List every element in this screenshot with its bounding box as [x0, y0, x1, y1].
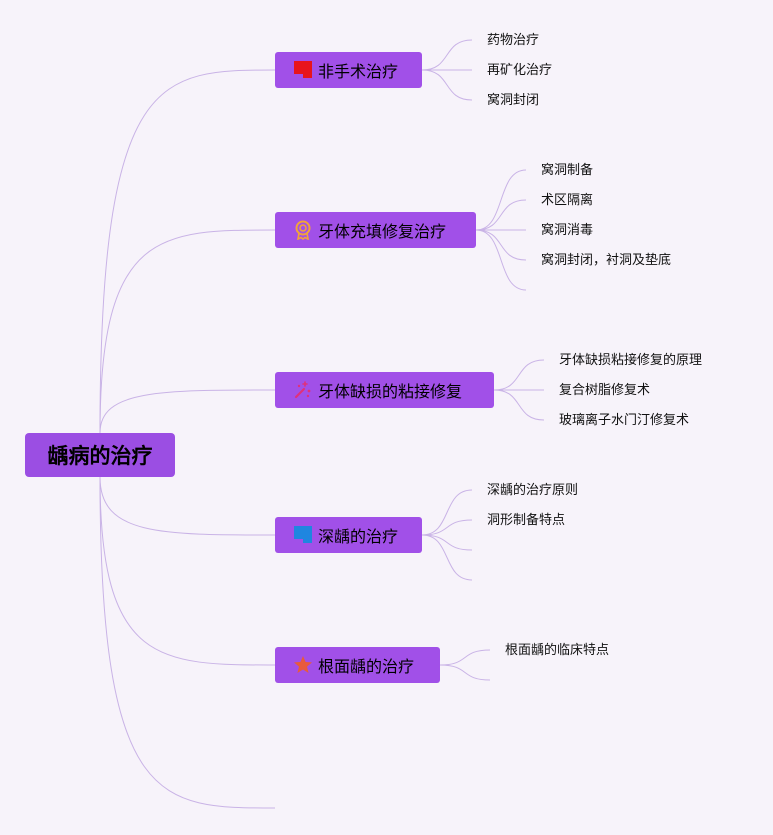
root-topic[interactable]: 龋病的治疗 — [25, 433, 175, 477]
root-connector — [99, 69, 276, 434]
leaf-root-caries-features[interactable]: 根面龋的临床特点 — [505, 643, 610, 658]
sparkle-icon — [293, 380, 313, 400]
leaf-cavity-preparation[interactable]: 窝洞制备 — [541, 163, 594, 178]
branch-label: 牙体充填修复治疗 — [318, 222, 447, 241]
branch-label: 非手术治疗 — [318, 62, 399, 81]
leaf-composite-resin[interactable]: 复合树脂修复术 — [559, 383, 651, 398]
leaf-cavity-form-features[interactable]: 洞形制备特点 — [487, 513, 566, 528]
root-connector — [99, 229, 276, 434]
leaf-connector — [421, 519, 473, 536]
leaf-connector — [475, 229, 527, 261]
red-flag-icon — [293, 60, 313, 80]
leaf-connector — [439, 664, 491, 681]
leaf-connector — [475, 199, 527, 231]
branch-adhesive-restoration[interactable]: 牙体缺损的粘接修复 — [275, 372, 494, 408]
leaf-connector — [493, 389, 545, 421]
leaf-connector — [421, 534, 473, 581]
root-connector — [99, 476, 276, 536]
root-connector — [99, 476, 276, 809]
leaf-cavity-disinfection[interactable]: 窝洞消毒 — [541, 223, 594, 238]
branch-filling-restoration[interactable]: 牙体充填修复治疗 — [275, 212, 476, 248]
leaf-connector — [421, 39, 473, 71]
root-connector — [99, 476, 276, 666]
root-connector — [99, 389, 276, 434]
branch-label: 牙体缺损的粘接修复 — [318, 382, 463, 401]
branch-root-caries[interactable]: 根面龋的治疗 — [275, 647, 440, 683]
leaf-remineralization[interactable]: 再矿化治疗 — [487, 63, 553, 78]
leaf-connector — [439, 649, 491, 666]
star-icon — [293, 655, 313, 675]
leaf-cavity-lining-base[interactable]: 窝洞封闭，衬洞及垫底 — [541, 253, 672, 268]
root-topic-label: 龋病的治疗 — [47, 444, 153, 468]
leaf-connector — [493, 359, 545, 391]
leaf-drug-therapy[interactable]: 药物治疗 — [487, 33, 540, 48]
leaf-adhesion-principle[interactable]: 牙体缺损粘接修复的原理 — [559, 353, 703, 368]
leaf-connector — [421, 489, 473, 536]
branch-label: 深龋的治疗 — [318, 527, 399, 546]
leaf-connector — [421, 69, 473, 101]
award-badge-icon — [293, 220, 313, 240]
leaf-connector — [475, 169, 527, 231]
leaf-deep-caries-principles[interactable]: 深龋的治疗原则 — [487, 483, 579, 498]
leaf-field-isolation[interactable]: 术区隔离 — [541, 193, 594, 208]
branch-label: 根面龋的治疗 — [318, 657, 415, 676]
leaf-connector — [475, 229, 527, 291]
leaf-cavity-sealing[interactable]: 窝洞封闭 — [487, 93, 540, 108]
branch-deep-caries[interactable]: 深龋的治疗 — [275, 517, 422, 553]
leaf-glass-ionomer[interactable]: 玻璃离子水门汀修复术 — [559, 413, 690, 428]
leaf-connector — [421, 534, 473, 551]
blue-square-icon — [293, 525, 313, 545]
branch-non-surgical[interactable]: 非手术治疗 — [275, 52, 422, 88]
